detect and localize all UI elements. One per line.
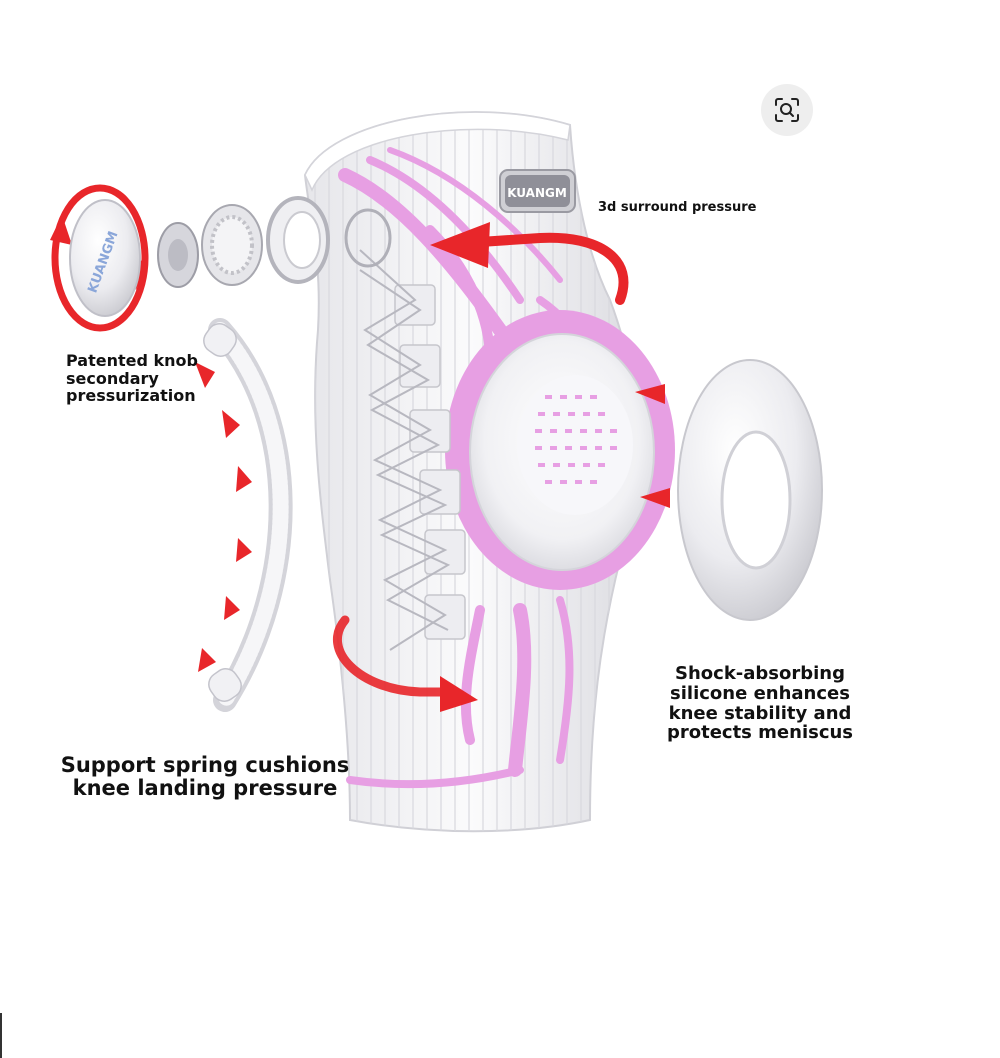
caption-3d-surround: 3d surround pressure [598,200,757,215]
caption-line: Shock-absorbing [675,663,845,684]
caption-line: pressurization [66,386,196,406]
caption-support-spring: Support spring cushions knee landing pre… [60,753,350,801]
knob-assembly: KUANGM [50,184,392,332]
spring-stay [203,318,293,712]
caption-line: knee stability and [668,702,852,724]
visual-search-icon [775,98,799,122]
brand-badge: KUANGM [499,169,576,213]
visual-search-button[interactable] [761,84,813,136]
patella-pad [445,310,675,590]
caption-patented-knob: Patented knob secondary pressurization [66,352,236,405]
caption-line: knee landing pressure [72,776,338,801]
caption-line: secondary [66,368,159,388]
pad-pressure-arrows [635,384,670,508]
lower-wrap-arrow [333,615,478,712]
caption-line: Support spring cushions [60,753,350,777]
silicone-ring [677,359,823,621]
brand-badge-text: KUANGM [507,186,567,200]
window-edge [0,1013,2,1058]
surround-arrow [430,222,629,305]
caption-line: Patented knob [66,351,198,370]
spring-pressure-arrows [195,362,252,672]
caption-line: protects meniscus [666,722,854,744]
caption-line: silicone enhances [670,682,850,704]
pad-dot-grid [535,395,617,484]
caption-shock-absorbing: Shock-absorbing silicone enhances knee s… [650,664,870,743]
lacing-system [359,249,466,651]
